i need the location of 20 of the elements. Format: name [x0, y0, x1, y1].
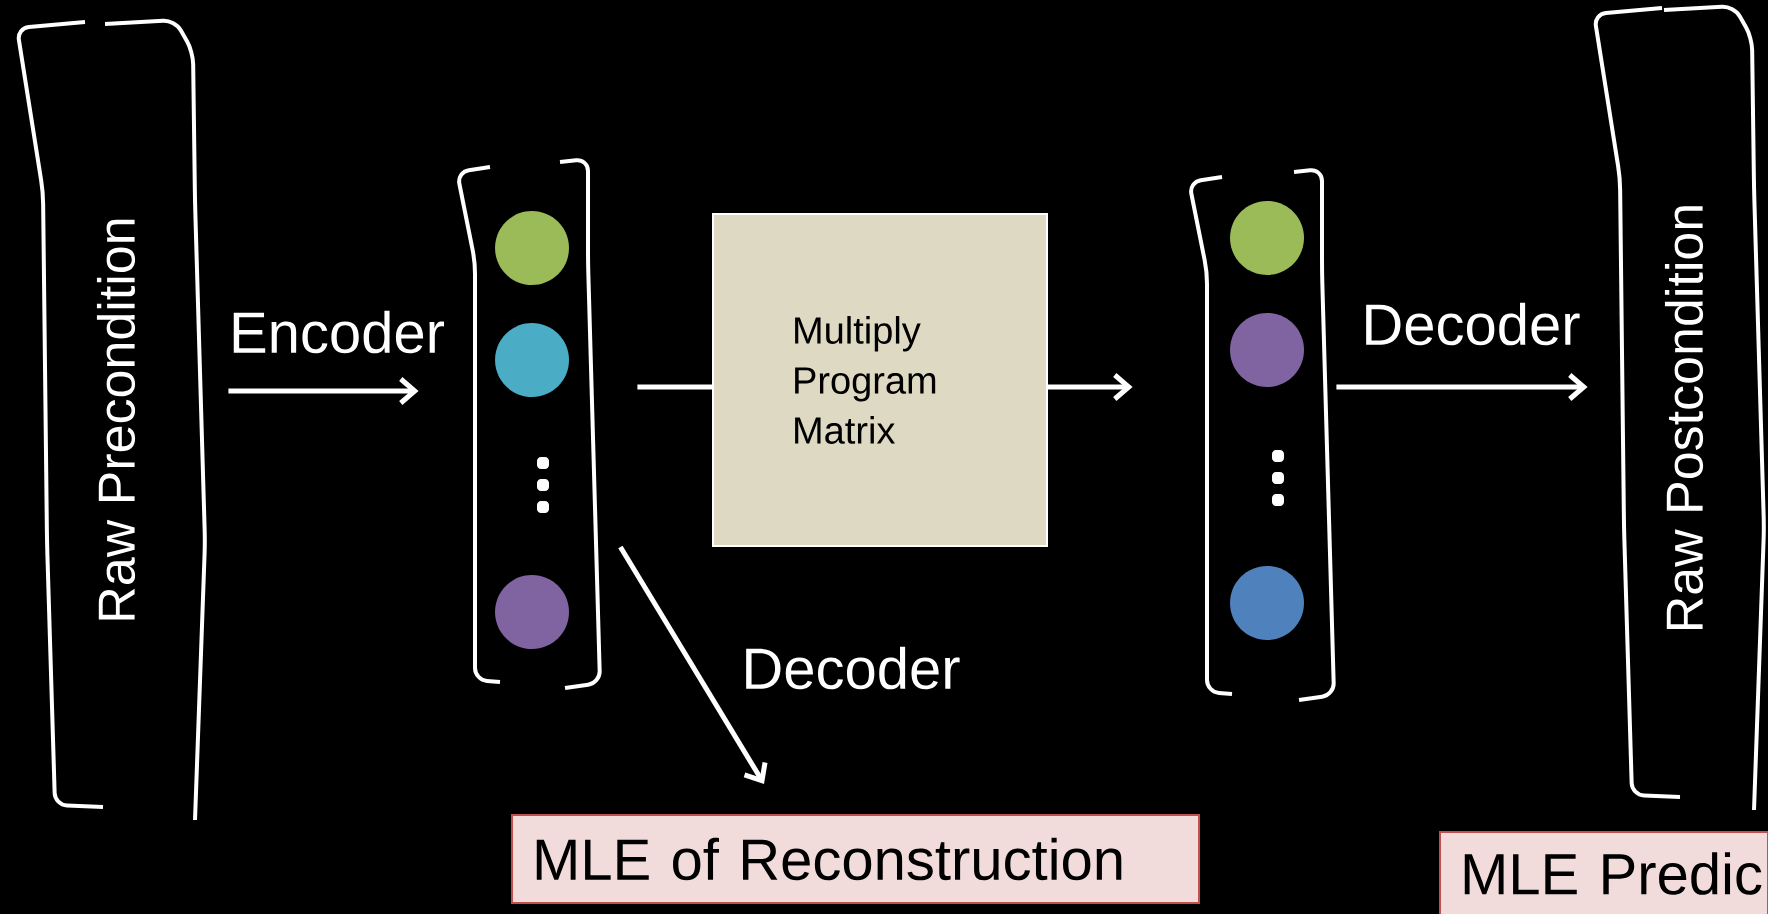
result-box: MLE Predic: [1439, 831, 1768, 914]
circle: [495, 575, 569, 649]
circle: [495, 323, 569, 397]
bracket-box: Raw Precondition: [16, 18, 207, 821]
vector-bracket: [1189, 168, 1336, 702]
arrow: [618, 545, 768, 784]
edge-label: Decoder: [1366, 302, 1580, 346]
arrow: [1048, 373, 1133, 401]
bracket-box: Raw Postcondition: [1593, 4, 1766, 811]
circle: [1230, 566, 1304, 640]
arrow: [1336, 373, 1588, 401]
circle: [1230, 201, 1304, 275]
vector-bracket: [457, 158, 602, 690]
circle: [1230, 313, 1304, 387]
edge-label: Decoder: [746, 646, 960, 690]
circle: [495, 211, 569, 285]
result-box: MLE of Reconstruction: [511, 814, 1200, 904]
edge-label: Encoder: [233, 310, 444, 354]
matrix-box: Multiply Program Matrix: [712, 213, 1048, 547]
arrow: [228, 377, 419, 405]
